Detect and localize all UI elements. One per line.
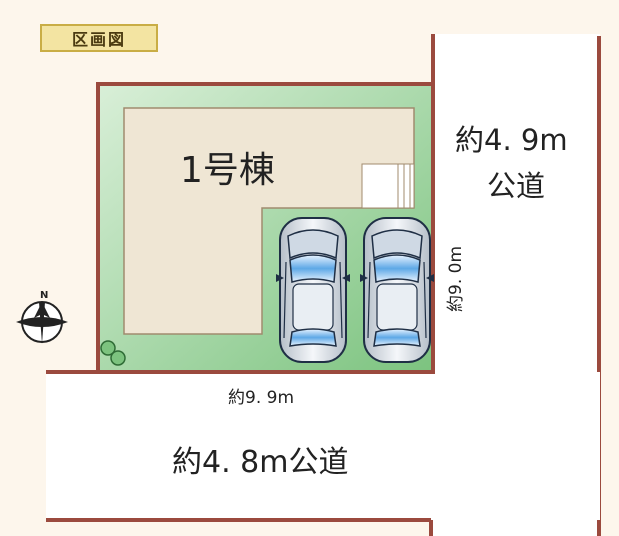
south-road-label: 約4. 8m公道 (172, 445, 348, 480)
car-icon (359, 217, 435, 363)
east-road-name-label: 公道 (487, 169, 545, 203)
building-label: 1号棟 (180, 150, 275, 191)
building-footprint (123, 107, 415, 335)
site-plan-badge: 区画図 (40, 24, 158, 52)
car-icon (275, 217, 351, 363)
south-road (46, 372, 600, 520)
tree-icon (100, 340, 126, 366)
entrance-steps (361, 163, 415, 209)
compass-north-icon: N (16, 290, 68, 344)
depth-label: 約9. 0m (446, 246, 466, 312)
east-road-width-label: 約4. 9m (455, 123, 568, 157)
svg-text:N: N (40, 290, 48, 301)
frontage-label: 約9. 9m (228, 388, 294, 408)
